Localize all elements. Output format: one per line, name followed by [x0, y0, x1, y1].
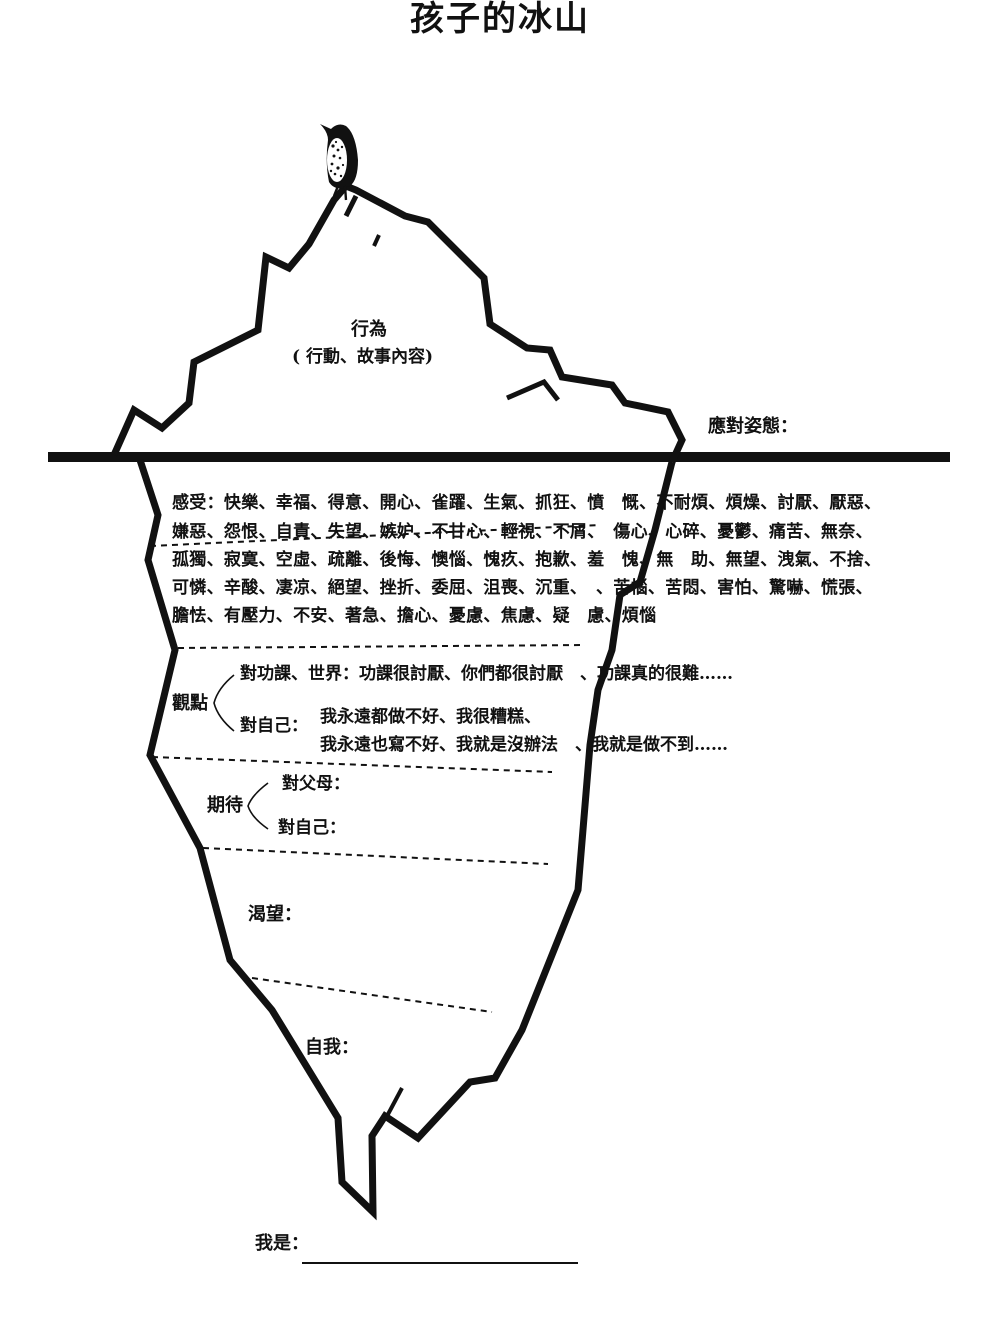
- perception-bracket: [213, 674, 235, 732]
- self-label: 自我：: [305, 1037, 359, 1058]
- layer-divider: [149, 524, 601, 547]
- layer-divider: [177, 644, 586, 649]
- iceberg-ledge: [111, 405, 164, 457]
- perception-label: 觀點: [172, 693, 208, 714]
- crack-mark: [343, 194, 359, 218]
- crack-mark: [372, 234, 381, 247]
- bird-icon: [320, 124, 358, 201]
- feelings-line: 感受：快樂、幸福、得意、開心、雀躍、生氣、抓狂、憤 慨、不耐煩、煩燥、討厭、厭惡…: [172, 493, 882, 513]
- expectation-parents: 對父母：: [282, 774, 350, 794]
- perception-self-label: 對自己：: [240, 716, 308, 736]
- crack-mark: [506, 378, 560, 402]
- perception-world: 對功課、世界：功課很討厭、你們都很討厭 、功課真的很難……: [240, 664, 733, 684]
- expectation-self: 對自己：: [278, 818, 346, 838]
- perception-self-line: 我永遠都做不好、我很糟糕、: [320, 707, 541, 727]
- layer-divider: [202, 847, 549, 865]
- feelings-line: 可憐、辛酸、凄凉、絕望、挫折、委屈、沮喪、沉重、 、苦惱、苦悶、害怕、驚嚇、慌張…: [172, 578, 873, 598]
- feelings-line: 膽怯、有壓力、不安、著急、擔心、憂慮、焦慮、疑 慮、煩惱: [172, 606, 657, 626]
- expectation-label: 期待: [207, 795, 243, 816]
- behavior-sublabel: ( 行動、故事內容): [292, 347, 434, 367]
- expectation-bracket: [247, 782, 269, 830]
- feelings-line: 孤獨、寂寞、空虛、疏離、後悔、懊惱、愧疚、抱歉、羞 愧、無 助、無望、洩氣、不捨…: [172, 550, 882, 570]
- crack-mark: [384, 1087, 404, 1119]
- yearning-label: 渴望：: [248, 904, 302, 925]
- iceberg-body-left: [136, 458, 676, 1221]
- behavior-label: 行為: [351, 319, 387, 340]
- coping-stance-label: 應對姿態：: [708, 416, 798, 437]
- layer-divider: [151, 756, 553, 773]
- perception-self-line: 我永遠也寫不好、我就是沒辦法 、我就是做不到……: [320, 735, 728, 755]
- i-am-label: 我是：: [255, 1233, 309, 1254]
- layer-divider: [251, 977, 493, 1013]
- iceberg-tip-outline: [110, 181, 686, 464]
- feelings-line: 嫌惡、怨恨、自責、失望、嫉妒、不甘心、輕視、不屑、 傷心、心碎、憂鬱、痛苦、無奈…: [172, 522, 873, 542]
- page-title: 孩子的冰山: [410, 0, 590, 39]
